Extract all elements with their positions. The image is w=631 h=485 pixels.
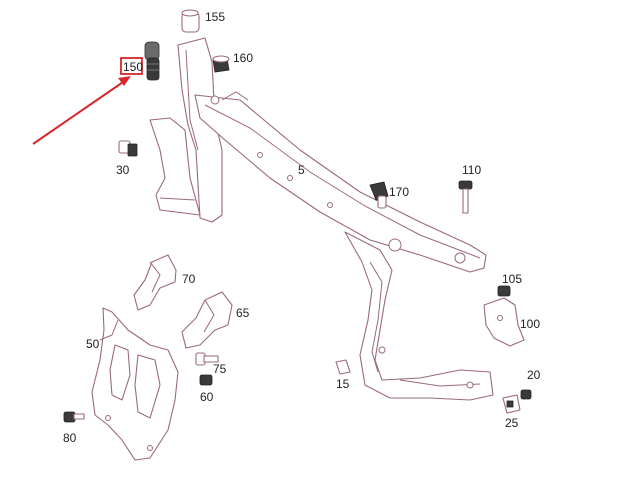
part-50-panel	[91, 307, 179, 461]
callout-20: 20	[527, 368, 541, 382]
part-70-bracket	[133, 254, 177, 311]
part-30-bolt	[118, 140, 138, 157]
callout-105: 105	[502, 272, 522, 286]
callout-60: 60	[200, 390, 214, 404]
part-65-bracket	[181, 291, 233, 349]
part-20-nut	[520, 389, 532, 400]
callout-110: 110	[462, 163, 481, 177]
radiator-support-frame	[149, 37, 494, 401]
callout-150: 150	[123, 60, 143, 74]
callout-75: 75	[213, 362, 227, 376]
part-100-bracket	[483, 297, 525, 347]
callout-15: 15	[336, 377, 350, 391]
callout-5: 5	[298, 163, 305, 177]
callout-70: 70	[182, 272, 196, 286]
part-170-clip	[369, 181, 389, 209]
highlight-arrow	[32, 76, 131, 145]
part-75-bolt	[195, 352, 219, 366]
part-25-clip	[502, 394, 521, 414]
part-80-bolt	[63, 411, 85, 423]
callout-155: 155	[205, 10, 225, 24]
part-160-grommet	[212, 55, 230, 73]
callout-80: 80	[63, 431, 77, 445]
part-150-bumper	[144, 41, 160, 81]
part-155-cap	[181, 9, 200, 33]
callout-160: 160	[233, 51, 253, 65]
callout-65: 65	[236, 306, 250, 320]
callout-100: 100	[520, 317, 540, 331]
callout-150-box	[120, 57, 143, 75]
part-15-clip	[335, 359, 351, 375]
callout-25: 25	[505, 416, 519, 430]
part-110-bolt	[458, 180, 473, 214]
part-105-nut	[497, 285, 511, 297]
part-60-nut	[199, 374, 213, 386]
callout-170: 170	[389, 185, 409, 199]
callout-30: 30	[116, 163, 130, 177]
callout-50: 50	[86, 337, 100, 351]
